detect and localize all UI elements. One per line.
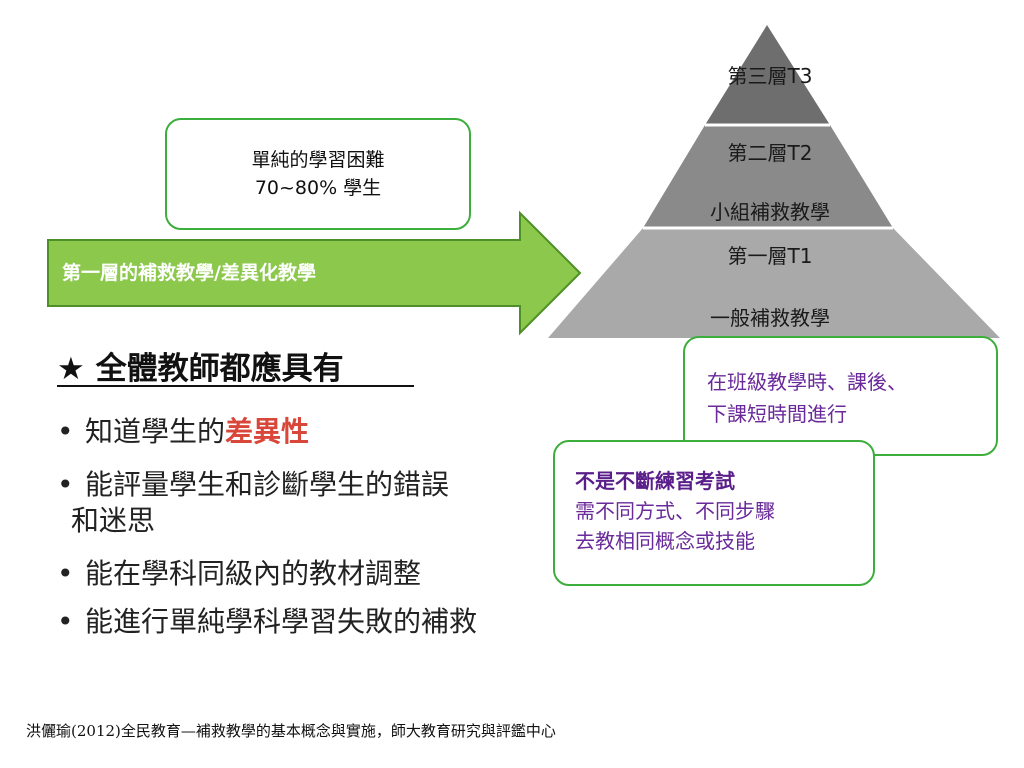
bullet-dot: • xyxy=(57,415,74,448)
difficulty-line-1: 單純的學習困難 xyxy=(251,149,385,171)
timing-line-1: 在班級教學時、課後、 xyxy=(707,370,907,394)
bullet-text: 能評量學生和診斷學生的錯誤 xyxy=(85,468,450,501)
method-line-1: 不是不斷練習考試 xyxy=(575,469,735,493)
method-line-2: 需不同方式、不同步驟 xyxy=(575,499,775,523)
tier-t2-title: 第二層T2 xyxy=(727,141,813,165)
first-tier-arrow xyxy=(47,210,582,336)
bullet-item: • 能在學科同級內的教材調整 xyxy=(57,556,421,592)
pyramid-tier-t2 xyxy=(643,125,893,228)
bullet-dot: • xyxy=(57,468,74,501)
tier-t1-subtitle: 一般補救教學 xyxy=(710,306,830,330)
timing-line-2: 下課短時間進行 xyxy=(707,402,847,426)
bullet-accent-text: 差異性 xyxy=(225,415,310,448)
bullet-item: • 能進行單純學科學習失敗的補救 xyxy=(57,604,477,640)
heading-underline xyxy=(57,385,414,387)
difficulty-line-2: 70~80% 學生 xyxy=(254,177,382,199)
tier-t1-title: 第一層T1 xyxy=(727,244,813,268)
bullet-dot: • xyxy=(57,605,74,638)
pyramid-tier-t1 xyxy=(548,228,1000,338)
section-heading: ★ 全體教師都應具有 xyxy=(57,351,344,387)
citation: 洪儷瑜(2012)全民教育—補救教學的基本概念與實施，師大教育研究與評鑑中心 xyxy=(26,722,556,740)
timing-callout: 在班級教學時、課後、 下課短時間進行 xyxy=(683,336,998,456)
tier-t3-title: 第三層T3 xyxy=(727,64,813,88)
bullet-item-continuation: 和迷思 xyxy=(71,503,155,539)
bullet-item: • 能評量學生和診斷學生的錯誤 xyxy=(57,467,449,503)
bullet-text: 知道學生的 xyxy=(85,415,226,448)
method-callout: 不是不斷練習考試 需不同方式、不同步驟 去教相同概念或技能 xyxy=(553,440,875,586)
tier-t2-subtitle: 小組補救教學 xyxy=(710,200,830,224)
bullet-dot: • xyxy=(57,557,74,590)
difficulty-callout: 單純的學習困難 70~80% 學生 xyxy=(165,118,471,230)
bullet-text: 能進行單純學科學習失敗的補救 xyxy=(85,605,478,638)
arrow-label: 第一層的補救教學/差異化教學 xyxy=(62,262,316,284)
bullet-item: • 知道學生的差異性 xyxy=(57,414,309,450)
bullet-text: 能在學科同級內的教材調整 xyxy=(85,557,422,590)
bullet-text: 和迷思 xyxy=(71,504,156,537)
pyramid-tier-t3 xyxy=(705,25,830,125)
method-line-3: 去教相同概念或技能 xyxy=(575,529,755,553)
